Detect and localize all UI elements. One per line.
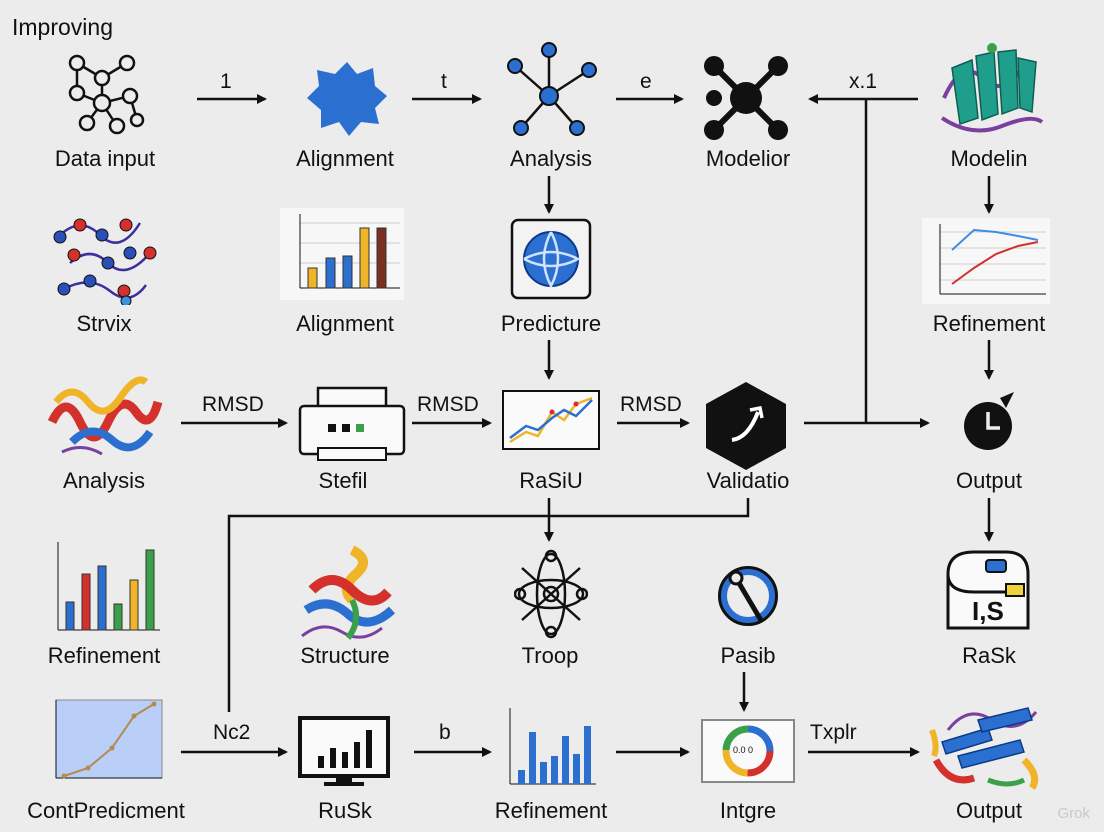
line-validatio-loop bbox=[227, 498, 750, 712]
blue-bar-chart-icon bbox=[509, 708, 596, 785]
node-label-structure: Structure bbox=[300, 643, 390, 668]
node-label-predicture: Predicture bbox=[500, 311, 602, 336]
node-label-alignment-1: Alignment bbox=[296, 146, 394, 171]
node-label-stefil: Stefil bbox=[318, 468, 368, 493]
node-label-analysis-2: Analysis bbox=[63, 468, 145, 493]
timer-icon bbox=[964, 392, 1014, 450]
curve-plot-icon bbox=[55, 699, 163, 779]
edge-label-txplr: Txplr bbox=[810, 721, 857, 744]
donut-gauge-icon bbox=[701, 719, 795, 783]
edge-label-t: t bbox=[441, 70, 447, 93]
trend-chart-icon bbox=[502, 390, 600, 450]
protein-structure-icon bbox=[301, 545, 396, 640]
node-label-contpredicment: ContPredicment bbox=[27, 798, 185, 823]
node-label-pasib: Pasib bbox=[720, 643, 776, 668]
network-graph-icon bbox=[68, 54, 145, 135]
edge-label-e: e bbox=[640, 70, 652, 93]
colored-bar-chart-icon bbox=[57, 542, 160, 631]
orb-screen-icon bbox=[510, 218, 592, 300]
node-label-troop: Troop bbox=[521, 643, 579, 668]
edge-label-x1: x.1 bbox=[849, 70, 878, 93]
edge-label-rmsd-3: RMSD bbox=[620, 393, 682, 416]
diagram-title: Improving bbox=[12, 14, 113, 40]
atom-lattice-icon bbox=[514, 549, 588, 639]
donut-gauge-text: 0.0 0 bbox=[733, 745, 754, 755]
edge-label-1: 1 bbox=[220, 70, 232, 93]
storage-drive-text: I,S bbox=[972, 596, 1004, 626]
monitor-chart-icon bbox=[298, 716, 390, 786]
watermark: Grok bbox=[1057, 805, 1090, 822]
protein-output-icon bbox=[929, 707, 1039, 790]
node-label-intgre: Intgre bbox=[719, 798, 777, 823]
node-label-output-2: Output bbox=[955, 798, 1023, 823]
node-label-rusk: RuSk bbox=[318, 798, 372, 823]
protein-helix-icon bbox=[47, 376, 163, 456]
edge-label-rmsd-1: RMSD bbox=[202, 393, 264, 416]
protein-beta-sheet-icon bbox=[940, 43, 1044, 133]
node-label-validatio: Validatio bbox=[706, 468, 790, 493]
node-label-refinement-1: Refinement bbox=[932, 311, 1046, 336]
node-label-refinement-3: Refinement bbox=[494, 798, 608, 823]
node-label-output-1: Output bbox=[955, 468, 1023, 493]
node-label-rasiu: RaSiU bbox=[519, 468, 583, 493]
hexagon-badge-icon bbox=[706, 382, 786, 470]
bead-chain-icon bbox=[53, 218, 157, 305]
bar-chart-icon bbox=[280, 208, 404, 300]
edge-label-b: b bbox=[439, 721, 451, 744]
node-label-alignment-2: Alignment bbox=[296, 311, 394, 336]
printer-device-icon bbox=[298, 386, 406, 461]
storage-drive-icon bbox=[946, 550, 1030, 630]
ring-key-icon bbox=[718, 566, 778, 626]
molecule-hub-icon bbox=[704, 56, 788, 140]
node-label-modelior: Modelior bbox=[705, 146, 791, 171]
line-chart-icon bbox=[922, 218, 1050, 304]
node-label-modelin: Modelin bbox=[950, 146, 1028, 171]
node-label-analysis-1: Analysis bbox=[510, 146, 592, 171]
node-label-data-input: Data input bbox=[54, 146, 156, 171]
edge-label-rmsd-2: RMSD bbox=[417, 393, 479, 416]
node-label-refinement-2: Refinement bbox=[47, 643, 161, 668]
hub-spoke-icon bbox=[507, 42, 597, 136]
node-label-strvix: Strvix bbox=[76, 311, 132, 336]
edge-label-nc2: Nc2 bbox=[213, 721, 251, 744]
blob-icon bbox=[307, 62, 387, 136]
node-label-rask: RaSk bbox=[962, 643, 1016, 668]
